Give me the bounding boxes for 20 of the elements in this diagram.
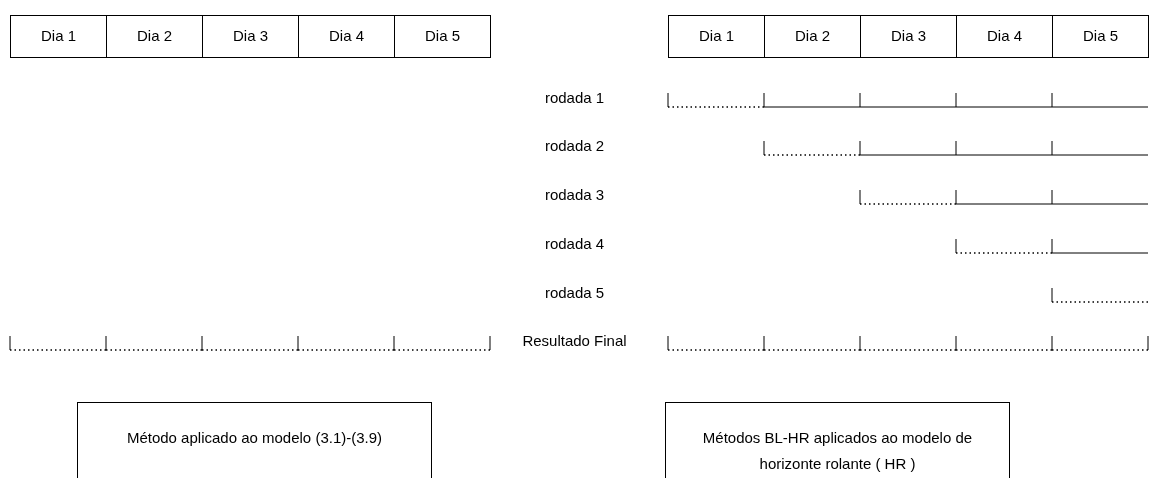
row-label: rodada 1 [543, 88, 606, 108]
row-label: rodada 3 [543, 185, 606, 205]
row-label: rodada 4 [543, 234, 606, 254]
day-cell: Dia 3 [202, 15, 299, 58]
day-cell: Dia 1 [668, 15, 765, 58]
day-cell: Dia 2 [764, 15, 861, 58]
row-label: rodada 5 [543, 283, 606, 303]
day-cell: Dia 1 [10, 15, 107, 58]
day-cell: Dia 5 [1052, 15, 1149, 58]
method-box [665, 402, 1010, 478]
day-cell: Dia 4 [956, 15, 1053, 58]
day-cell: Dia 2 [106, 15, 203, 58]
day-cell: Dia 3 [860, 15, 957, 58]
method-description: Método aplicado ao modelo (3.1)-(3.9) [126, 429, 383, 446]
day-cell: Dia 5 [394, 15, 491, 58]
row-label: Resultado Final [521, 331, 628, 351]
day-cell: Dia 4 [298, 15, 395, 58]
method-description: Métodos BL-HR aplicados ao modelo de horizonte rolante ( HR ) [702, 429, 973, 472]
method-box [77, 402, 432, 478]
row-label: rodada 2 [543, 136, 606, 156]
